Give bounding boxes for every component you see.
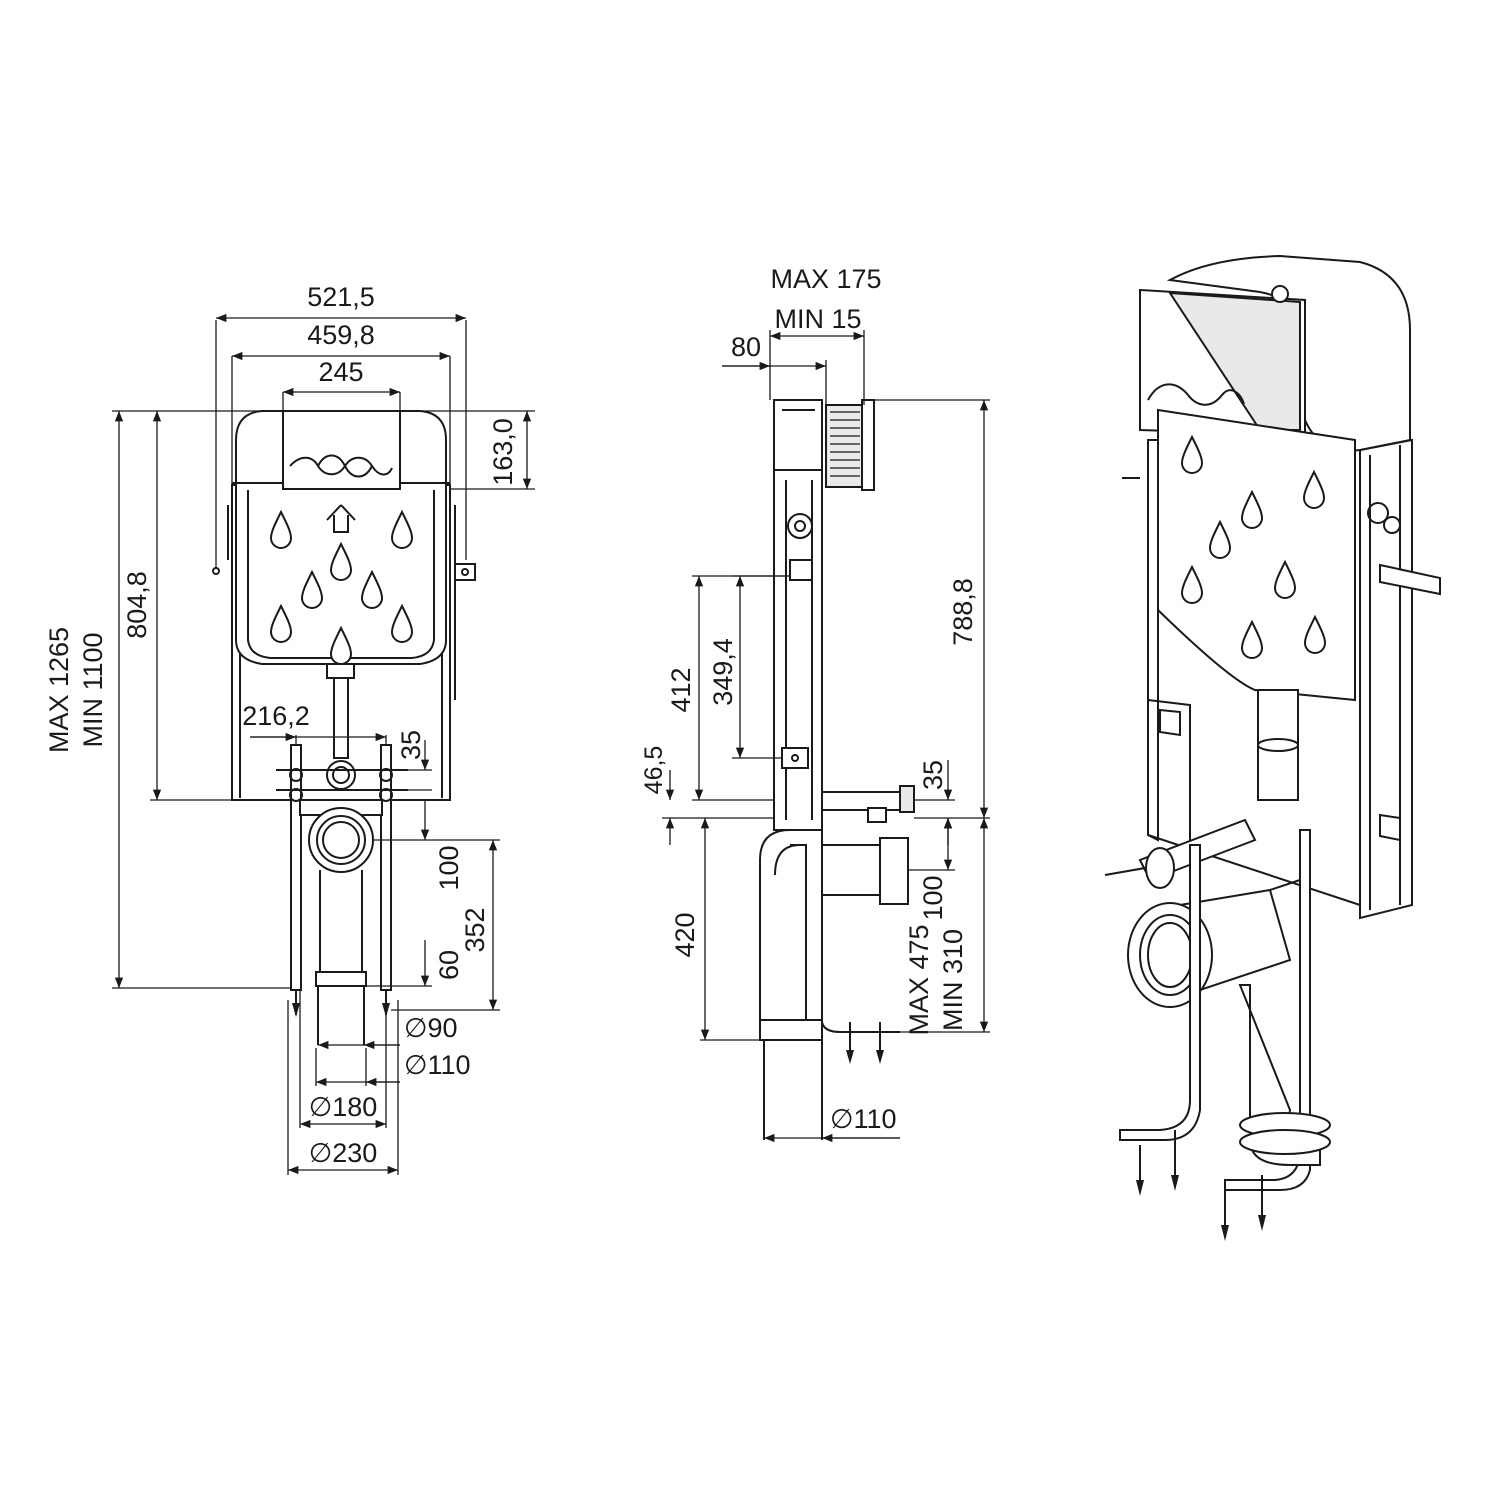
dim-dia-90: ∅90 bbox=[404, 1013, 458, 1043]
dim-max-475: MAX 475 bbox=[904, 924, 934, 1035]
dim-804-8: 804,8 bbox=[122, 571, 152, 639]
dim-100-front: 100 bbox=[434, 845, 464, 890]
dim-521-5: 521,5 bbox=[307, 282, 375, 312]
dim-349-4: 349,4 bbox=[708, 638, 738, 706]
flush-plate bbox=[282, 410, 401, 490]
dim-dia-180: ∅180 bbox=[309, 1092, 378, 1122]
dim-max-175: MAX 175 bbox=[770, 264, 881, 294]
dim-60: 60 bbox=[434, 950, 464, 980]
dim-216-2: 216,2 bbox=[242, 701, 310, 731]
dim-245: 245 bbox=[318, 357, 363, 387]
dim-dia-110: ∅110 bbox=[404, 1050, 471, 1080]
dim-420: 420 bbox=[670, 912, 700, 957]
front-dimensions: 521,5 459,8 245 163,0 804,8 MAX 1265 MIN… bbox=[44, 282, 535, 1175]
isometric-view bbox=[1104, 254, 1441, 1241]
front-view bbox=[212, 410, 476, 1045]
dim-459-8: 459,8 bbox=[307, 320, 375, 350]
dim-100-side: 100 bbox=[918, 875, 948, 920]
dim-352: 352 bbox=[460, 907, 490, 952]
dim-80: 80 bbox=[731, 332, 761, 362]
dim-dia-110-side: ∅110 bbox=[830, 1104, 897, 1134]
side-dimensions: MAX 175 MIN 15 80 788,8 412 349,4 46,5 3… bbox=[640, 264, 990, 1143]
iso-cistern bbox=[1157, 408, 1356, 702]
dim-min-310: MIN 310 bbox=[938, 929, 968, 1031]
dim-163: 163,0 bbox=[488, 418, 518, 486]
dim-788-8: 788,8 bbox=[948, 578, 978, 646]
arrow-up-icon bbox=[326, 504, 356, 533]
dim-min-1100: MIN 1100 bbox=[78, 632, 108, 747]
dim-35: 35 bbox=[396, 730, 426, 760]
dim-min-15: MIN 15 bbox=[774, 304, 861, 334]
dim-max-1265: MAX 1265 bbox=[44, 627, 74, 753]
dim-46-5: 46,5 bbox=[640, 746, 668, 795]
side-view bbox=[759, 399, 915, 1140]
dim-35-side: 35 bbox=[918, 760, 948, 790]
dim-dia-230: ∅230 bbox=[309, 1138, 378, 1168]
dim-412: 412 bbox=[666, 667, 696, 712]
